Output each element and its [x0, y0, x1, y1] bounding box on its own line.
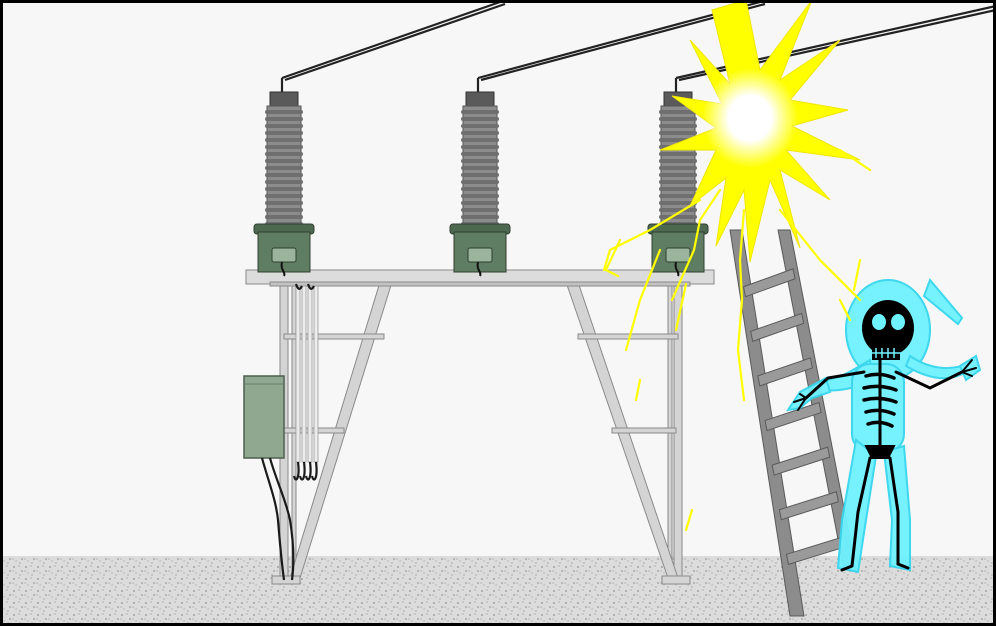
- electrocuted-skeleton: [785, 278, 982, 574]
- ladder-rung: [750, 312, 805, 343]
- cables: [260, 283, 318, 581]
- steel-support-frame: [245, 269, 715, 585]
- junction-box: [243, 375, 285, 459]
- skeleton-bones: [793, 358, 977, 572]
- insulator-group: [253, 91, 709, 277]
- ladder: [729, 229, 857, 617]
- ladder-rung: [778, 491, 839, 521]
- insulator-2: [449, 91, 511, 277]
- skull: [862, 300, 914, 360]
- ladder-rung: [771, 446, 831, 476]
- ladder-rung: [764, 401, 822, 432]
- ladder-rung: [742, 268, 796, 298]
- electric-arc-flash: [602, 0, 872, 532]
- insulator-1: [253, 91, 315, 277]
- gravel-ground: [0, 556, 996, 626]
- ladder-rung: [757, 357, 813, 387]
